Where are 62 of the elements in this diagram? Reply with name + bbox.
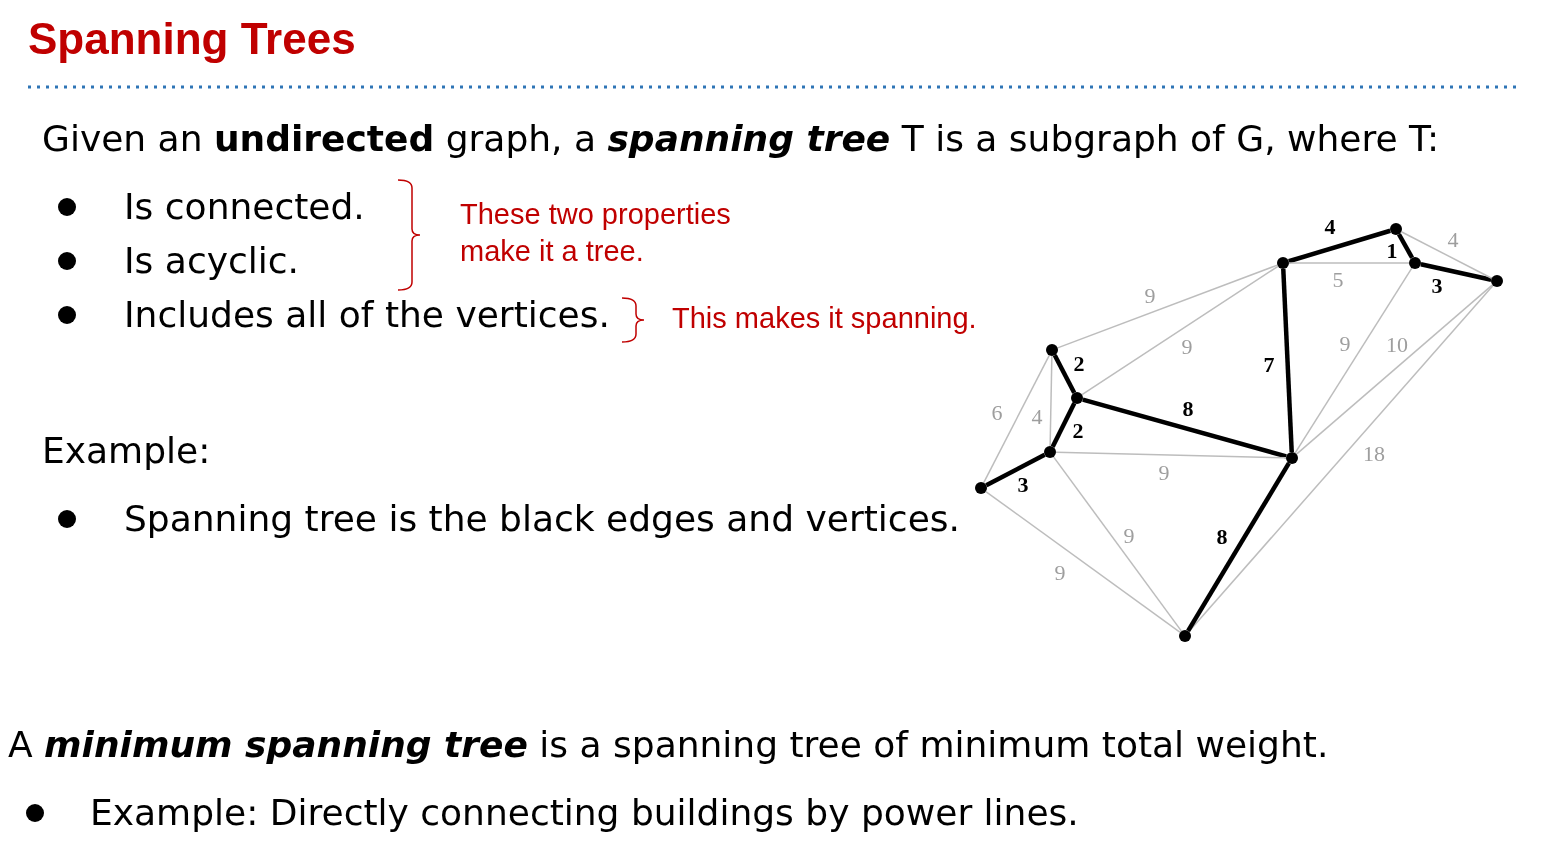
section-heading: Example: (42, 430, 211, 471)
graph-edge (1295, 284, 1494, 455)
graph-vertex (1277, 257, 1289, 269)
graph-edge (985, 490, 1181, 634)
graph-vertex (1179, 630, 1191, 642)
graph-edge (1400, 231, 1493, 279)
edge-weight: 2 (1072, 418, 1084, 443)
graph-edge (1082, 397, 1287, 459)
edge-weight: 1 (1386, 238, 1398, 263)
graph-edge (1186, 461, 1291, 633)
graph-vertex (1071, 392, 1083, 404)
edge-weight: 4 (1447, 227, 1459, 252)
edge-weight: 5 (1332, 267, 1344, 292)
edge-weight: 10 (1386, 332, 1408, 357)
edge-weight: 9 (1054, 560, 1066, 585)
graph-edge (983, 354, 1050, 484)
graph-vertex (1390, 223, 1402, 235)
edge-weight: 8 (1182, 396, 1194, 421)
edge-weight: 2 (1073, 351, 1085, 376)
graph-vertex (1409, 257, 1421, 269)
graph-edge (1056, 264, 1279, 349)
annotation-note: These two properties make it a tree. (460, 197, 732, 269)
graph-edge (985, 452, 1046, 488)
bullet-text: Includes all of the vertices. (124, 294, 610, 335)
edge-weight: 9 (1158, 460, 1170, 485)
bullet-text: Example: Directly connecting buildings by power lines. (90, 792, 1079, 833)
edge-weight: 9 (1339, 331, 1351, 356)
edge-weight: 8 (1216, 524, 1228, 549)
graph-edge (1052, 354, 1077, 394)
graph-edge (1288, 262, 1410, 264)
graph-vertex (1044, 446, 1056, 458)
graph-edge (1420, 262, 1492, 282)
graph-edge (1081, 265, 1279, 396)
edge-weight: 6 (991, 400, 1003, 425)
slide-title: Spanning Trees (28, 14, 356, 64)
annotation-note: This makes it spanning. (672, 301, 977, 336)
graph-edge (1281, 268, 1294, 453)
edge-weight: 4 (1324, 214, 1336, 239)
graph-edge (1050, 402, 1077, 448)
graph-vertex (1286, 452, 1298, 464)
definition-sentence: A minimum spanning tree is a spanning tree of minimum total weight. (8, 724, 1329, 765)
graph-vertex (1491, 275, 1503, 287)
edge-weight: 3 (1017, 472, 1029, 497)
edge-weight: 7 (1263, 352, 1275, 377)
graph-edge (1049, 355, 1053, 447)
graph-vertex (1046, 344, 1058, 356)
graph-vertex (975, 482, 987, 494)
bullet-text: Spanning tree is the black edges and vertices. (124, 498, 960, 539)
edge-weight: 4 (1031, 404, 1043, 429)
edge-weight: 9 (1123, 523, 1135, 548)
edge-weight: 18 (1363, 441, 1385, 466)
bullet-text: Is connected. (124, 186, 365, 227)
intro-sentence: Given an undirected graph, a spanning tree T is a subgraph of G, where T: (42, 118, 1440, 159)
graph-edge (1288, 228, 1391, 264)
graph-edge (1396, 233, 1415, 259)
bullet-text: Is acyclic. (124, 240, 299, 281)
graph-edge (1052, 456, 1183, 632)
edge-weight: 9 (1181, 334, 1193, 359)
edge-weight: 3 (1431, 273, 1443, 298)
graph-edge (1055, 451, 1287, 459)
edge-weight: 9 (1144, 283, 1156, 308)
graph-edge (1294, 267, 1413, 454)
